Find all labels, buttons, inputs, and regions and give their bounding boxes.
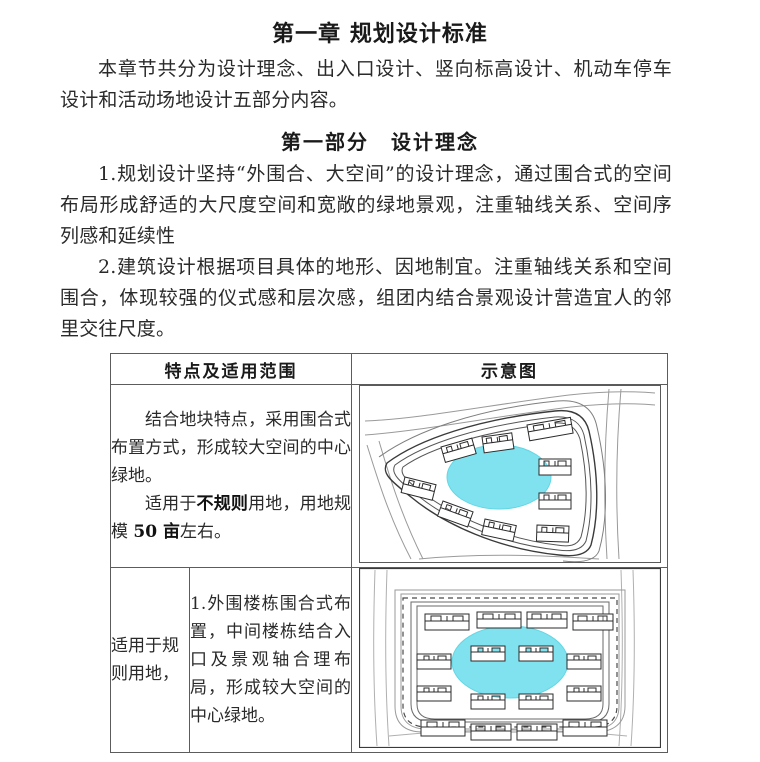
central-green-space (451, 625, 568, 699)
feature-text-2-post: 左右。 (179, 522, 231, 542)
table-row: 适用于规则用地， 1.外围楼栋围合式布置，中间楼栋结合入口及景观轴合理布局，形成… (110, 567, 668, 753)
layout-standards-table-wrapper: 特点及适用范围 示意图 结合地块特点，采用围合式布置方式，形成较大空间的中心绿地… (110, 353, 668, 753)
regular-site-plan-svg (358, 567, 661, 749)
column-header-diagram: 示意图 (351, 353, 668, 385)
side-label-cell-regular: 适用于规则用地， (110, 567, 190, 753)
section-title: 第一部分 设计理念 (281, 130, 479, 154)
document-page: 第一章 规划设计标准 本章节共分为设计理念、出入口设计、竖向标高设计、机动车停车… (0, 16, 760, 762)
column-header-features: 特点及适用范围 (110, 353, 352, 385)
feature-text-2-mid: 用地，用地规模 (111, 494, 352, 542)
diagram-cell-regular (351, 567, 668, 753)
regular-site-plan-diagram (358, 567, 661, 749)
feature-text-2-bold-1: 不规则 (196, 494, 249, 514)
document-body: 本章节共分为设计理念、出入口设计、竖向标高设计、机动车停车设计和活动场地设计五部… (0, 54, 760, 116)
feature-text-2-pre: 适用于 (145, 494, 197, 514)
irregular-site-plan-diagram (358, 385, 661, 563)
intro-paragraph: 本章节共分为设计理念、出入口设计、竖向标高设计、机动车停车设计和活动场地设计五部… (60, 58, 672, 111)
sub-feature-cell-regular: 1.外围楼栋围合式布置，中间楼栋结合入口及景观轴合理布局，形成较大空间的中心绿地… (189, 567, 352, 753)
table-row: 结合地块特点，采用围合式布置方式，形成较大空间的中心绿地。 适用于不规则用地，用… (110, 384, 668, 568)
feature-cell-irregular: 结合地块特点，采用围合式布置方式，形成较大空间的中心绿地。 适用于不规则用地，用… (110, 384, 352, 568)
page-title: 第一章 规划设计标准 (272, 22, 488, 47)
diagram-cell-irregular (351, 384, 668, 568)
table-header-row: 特点及适用范围 示意图 (110, 353, 668, 385)
feature-text-2-bold-2: 50 亩 (133, 522, 180, 542)
sub-feature-text: 1.外围楼栋围合式布置，中间楼栋结合入口及景观轴合理布局，形成较大空间的中心绿地… (190, 594, 351, 726)
section-body: 1.规划设计坚持“外围合、大空间”的设计理念，通过围合式的空间布局形成舒适的大尺… (0, 159, 760, 345)
irregular-site-plan-svg (358, 385, 661, 563)
paragraph-2: 2.建筑设计根据项目具体的地形、因地制宜。注重轴线关系和空间围合，体现较强的仪式… (60, 256, 672, 340)
layout-standards-table: 特点及适用范围 示意图 结合地块特点，采用围合式布置方式，形成较大空间的中心绿地… (110, 353, 668, 753)
feature-text-1: 结合地块特点，采用围合式布置方式，形成较大空间的中心绿地。 (111, 410, 351, 486)
paragraph-1: 1.规划设计坚持“外围合、大空间”的设计理念，通过围合式的空间布局形成舒适的大尺… (60, 163, 672, 247)
feature-text-2: 适用于不规则用地，用地规模 50 亩左右。 (111, 490, 351, 546)
